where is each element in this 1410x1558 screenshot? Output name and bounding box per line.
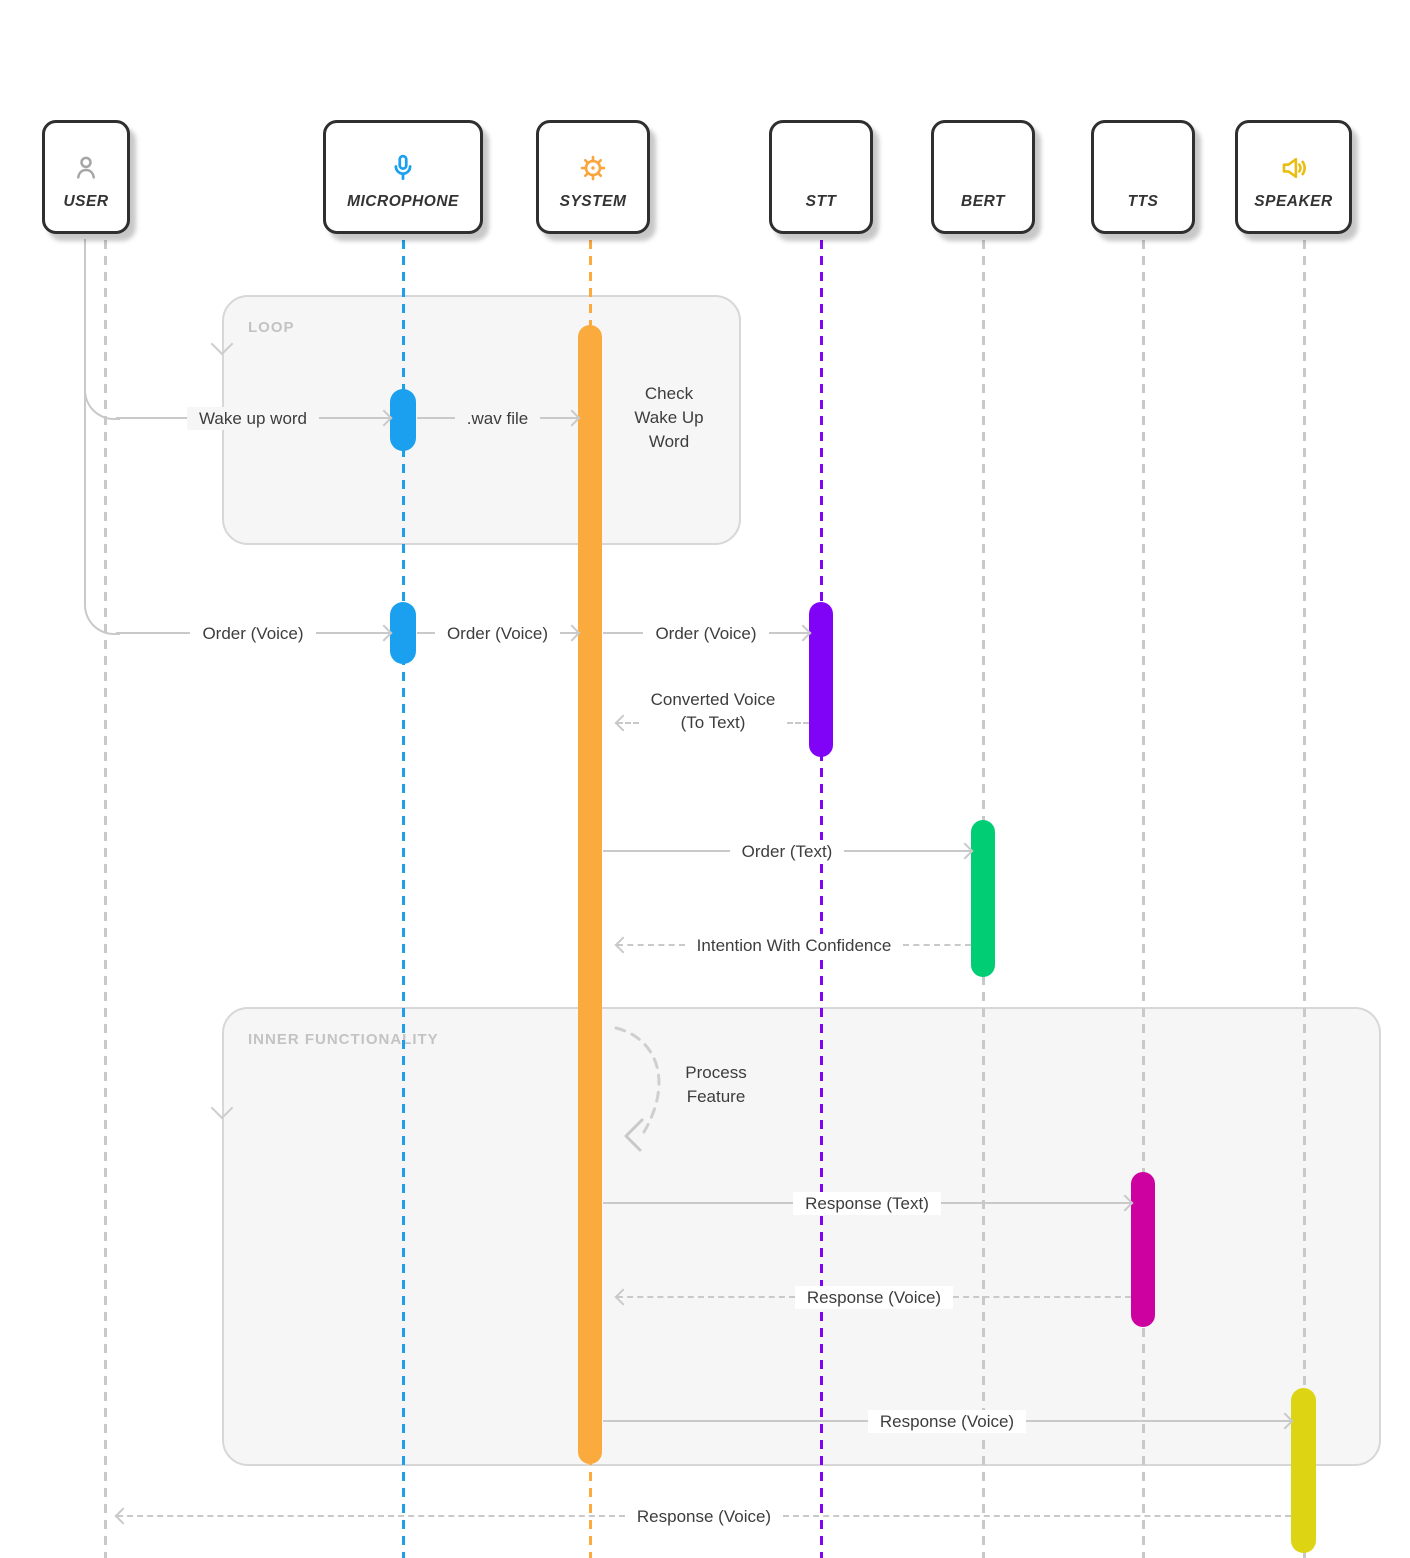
message-label: Response (Voice) <box>867 1409 1027 1433</box>
self-loop-process-feature <box>614 1026 661 1152</box>
message-label: Intention With Confidence <box>684 933 904 957</box>
activation-bar-tts <box>1131 1172 1155 1327</box>
person-icon <box>71 153 101 183</box>
activation-bar-microphone-1 <box>390 389 416 451</box>
activation-bar-bert <box>971 820 995 977</box>
line-segment <box>117 1515 625 1517</box>
participant-system: SYSTEM <box>536 120 650 234</box>
line-segment <box>417 417 455 419</box>
participant-bert: BERT <box>931 120 1035 234</box>
line-segment <box>617 944 685 946</box>
line-segment <box>787 722 809 724</box>
lifeline-tts <box>1142 240 1145 1558</box>
line-segment <box>940 1202 1131 1204</box>
lifeline-speaker <box>1303 240 1306 1558</box>
line-segment <box>116 417 187 419</box>
user-message-connector-2 <box>84 239 120 635</box>
line-segment <box>603 1202 794 1204</box>
message-label: Order (Voice) <box>434 621 561 645</box>
message-label: Wake up word <box>186 406 320 430</box>
line-segment <box>1026 1420 1291 1422</box>
line-segment <box>603 1420 868 1422</box>
participant-label: STT <box>805 193 837 210</box>
line-segment <box>315 632 390 634</box>
activation-bar-stt <box>809 602 833 757</box>
participant-label: TTS <box>1127 193 1159 210</box>
note-line: Feature <box>686 1087 746 1106</box>
note-line: Wake Up <box>634 408 704 427</box>
line-segment <box>417 632 435 634</box>
line-segment <box>617 1296 795 1298</box>
speaker-icon <box>1279 153 1309 183</box>
participant-tts: TTS <box>1091 120 1195 234</box>
participant-label: SPEAKER <box>1254 193 1333 210</box>
arrowhead-left-icon <box>614 714 632 732</box>
participant-stt: STT <box>769 120 873 234</box>
note-line: Process <box>685 1063 747 1082</box>
participant-label: SYSTEM <box>559 193 627 210</box>
arrowhead-left-icon <box>114 1507 132 1525</box>
line-segment <box>844 850 971 852</box>
line-segment <box>603 632 644 634</box>
participant-microphone: MICROPHONE <box>323 120 483 234</box>
line-segment <box>953 1296 1131 1298</box>
lifeline-user <box>104 240 107 1558</box>
message-label-line: (To Text) <box>680 713 746 732</box>
activation-bar-microphone-2 <box>390 602 416 664</box>
message-label: Response (Voice) <box>624 1504 784 1528</box>
participant-label: MICROPHONE <box>347 193 459 210</box>
message-label: Response (Text) <box>793 1191 941 1215</box>
participant-user: USER <box>42 120 130 234</box>
message-label: Converted Voice (To Text) <box>638 688 788 734</box>
lifeline-microphone <box>402 240 405 1558</box>
message-label: Response (Voice) <box>794 1285 954 1309</box>
line-segment <box>603 850 730 852</box>
message-label: Order (Voice) <box>643 621 769 645</box>
message-label: .wav file <box>454 406 541 430</box>
line-segment <box>903 944 972 946</box>
participant-label: USER <box>63 193 109 210</box>
message-label: Order (Text) <box>729 839 845 863</box>
line-segment <box>540 417 579 419</box>
note-line: Check <box>644 384 694 403</box>
message-label-line: Converted Voice <box>650 690 776 709</box>
line-segment <box>319 417 390 419</box>
inner-functionality-frame: INNER FUNCTIONALITY <box>222 1007 1381 1466</box>
lifeline-stt <box>820 240 823 1558</box>
note-line: Word <box>648 432 690 451</box>
line-segment <box>617 722 639 724</box>
line-segment <box>116 632 191 634</box>
line-segment <box>783 1515 1291 1517</box>
loop-frame-label: LOOP <box>248 319 295 336</box>
message-label: Order (Voice) <box>190 621 316 645</box>
note-process-feature: Process Feature <box>666 1061 766 1109</box>
activation-bar-speaker <box>1291 1388 1316 1553</box>
note-check-wake-up-word: Check Wake Up Word <box>619 382 719 454</box>
inner-functionality-frame-label: INNER FUNCTIONALITY <box>248 1031 439 1048</box>
line-segment <box>560 632 578 634</box>
arrowhead-left-icon <box>614 936 632 954</box>
participant-speaker: SPEAKER <box>1235 120 1352 234</box>
microphone-icon <box>388 153 418 183</box>
line-segment <box>768 632 809 634</box>
participant-label: BERT <box>961 193 1005 210</box>
gear-icon <box>578 153 608 183</box>
activation-bar-system <box>578 325 602 1464</box>
